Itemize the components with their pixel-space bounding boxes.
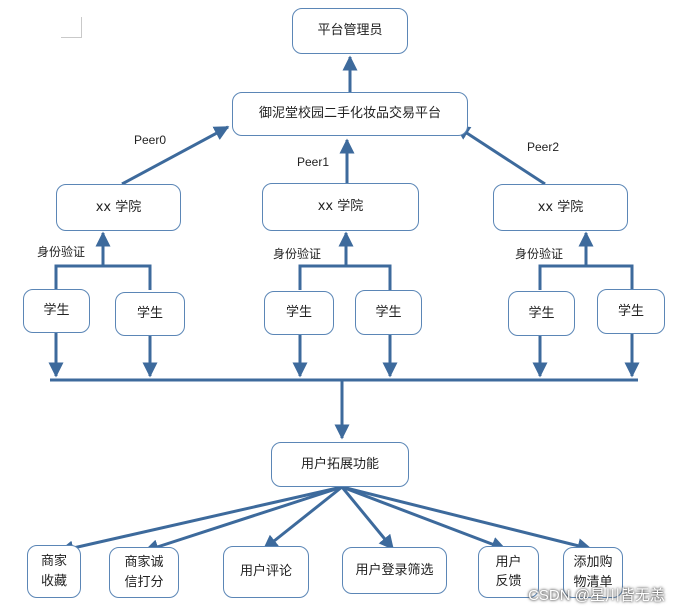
auth-bracket-1 [298,264,392,290]
student-box-1: 学生 [23,289,90,333]
auth-label-2: 身份验证 [515,247,564,261]
feature-merchant-rating: 商家诚 信打分 [109,547,179,598]
auth-label-1: 身份验证 [273,247,322,261]
auth-bracket-0 [54,264,152,290]
csdn-watermark: CSDN @星川皆无恙 [528,587,665,604]
fan-arrow-3 [262,485,343,551]
fan-arrow-5 [341,485,507,552]
user-extension-box: 用户拓展功能 [271,442,409,487]
peer0-label: Peer0 [134,133,167,147]
student-box-5: 学生 [508,291,575,336]
platform-box: 御泥堂校园二手化妆品交易平台 [232,92,468,136]
feature-user-feedback: 用户 反馈 [478,546,539,598]
auth-label-0: 身份验证 [37,245,86,259]
student-box-3: 学生 [264,291,334,335]
fan-arrow-4 [340,486,395,551]
feature-merchant-favorite: 商家 收藏 [27,545,81,598]
peer1-label: Peer1 [297,155,330,169]
arrow-peer0 [121,125,230,186]
page-corner-mark [61,17,82,38]
fan-arrow-2 [143,485,343,554]
feature-login-filter: 用户登录筛选 [342,547,447,594]
fan-arrow-1 [58,485,343,556]
fan-arrow-6 [341,485,593,554]
college-box-2: xx 学院 [493,184,628,231]
student-box-6: 学生 [597,289,665,334]
admin-box: 平台管理员 [292,8,408,54]
college-box-1: xx 学院 [262,183,419,231]
arrow-peer2 [454,124,546,186]
college-box-0: xx 学院 [56,184,181,231]
auth-bracket-2 [538,264,634,290]
student-box-2: 学生 [115,292,185,336]
student-box-4: 学生 [355,290,422,335]
feature-add-cart: 添加购 物清单 [563,547,623,598]
peer2-label: Peer2 [527,140,560,154]
feature-user-comment: 用户评论 [223,546,309,598]
